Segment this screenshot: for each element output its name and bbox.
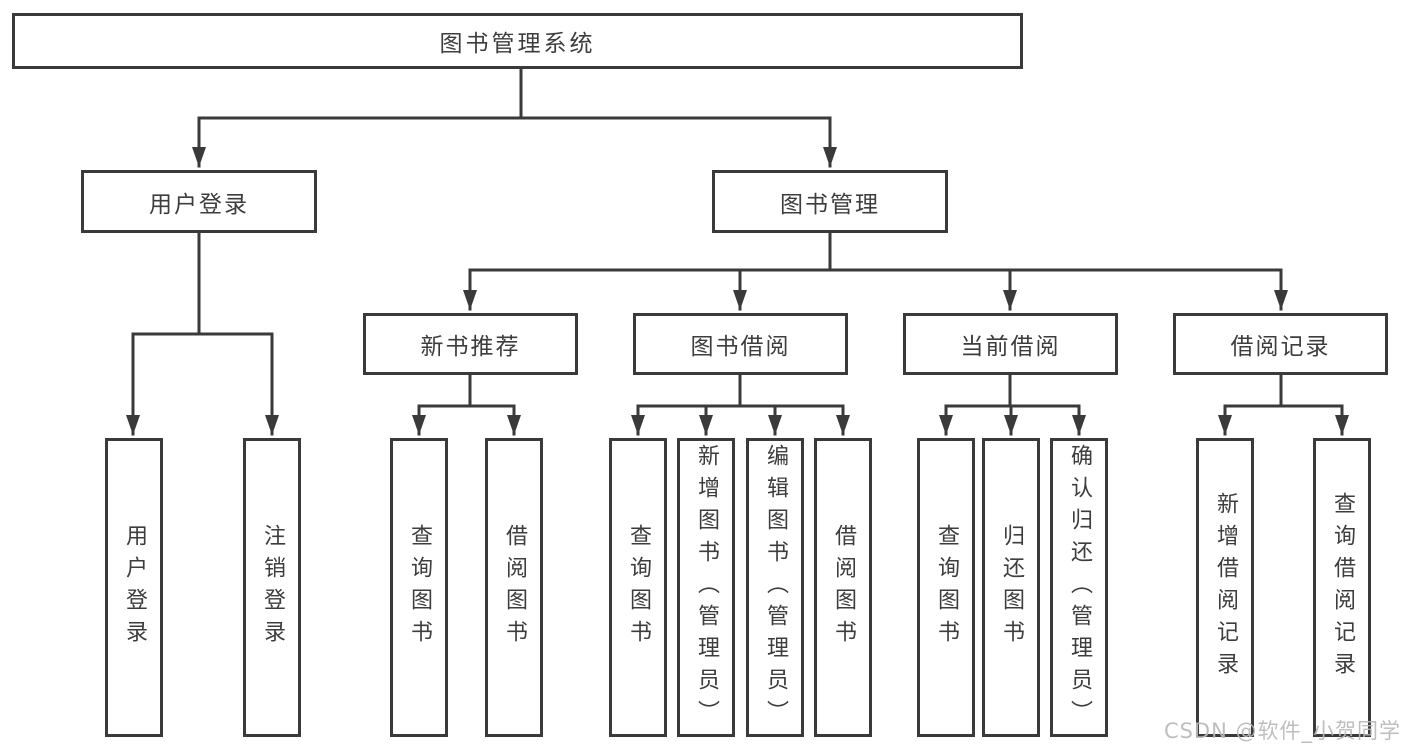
- leaf-query-books-current: 查询图书: [917, 438, 975, 737]
- leaf-query-borrow-record: 查询借阅记录: [1313, 438, 1371, 737]
- node-book-management: 图书管理: [712, 170, 948, 233]
- leaf-query-books-borrowing: 查询图书: [609, 438, 667, 737]
- leaf-label: 注销登录: [260, 523, 285, 652]
- leaf-add-borrow-record: 新增借阅记录: [1196, 438, 1254, 737]
- leaf-label: 新增借阅记录: [1213, 491, 1238, 684]
- leaf-label: 借阅图书: [831, 523, 856, 652]
- node-current-borrowing: 当前借阅: [903, 313, 1118, 375]
- leaf-label: 用户登录: [122, 523, 147, 652]
- leaf-query-books-recommend: 查询图书: [390, 438, 448, 737]
- leaf-confirm-return-admin: 确认归还（管理员）: [1050, 438, 1108, 737]
- node-new-book-recommend: 新书推荐: [363, 313, 578, 375]
- leaf-label: 编辑图书（管理员）: [763, 443, 788, 732]
- csdn-watermark: CSDN @软件_小贺同学: [1163, 719, 1401, 743]
- leaf-label: 借阅图书: [502, 523, 527, 652]
- leaf-label: 查询图书: [407, 523, 432, 652]
- leaf-edit-books-admin: 编辑图书（管理员）: [746, 438, 804, 737]
- leaf-return-books: 归还图书: [982, 438, 1040, 737]
- node-borrowing-records: 借阅记录: [1173, 313, 1388, 375]
- node-book-borrowing: 图书借阅: [633, 313, 848, 375]
- leaf-label: 归还图书: [999, 523, 1024, 652]
- leaf-logout: 注销登录: [243, 438, 301, 737]
- leaf-label: 确认归还（管理员）: [1067, 443, 1092, 732]
- leaf-label: 查询图书: [626, 523, 651, 652]
- leaf-borrow-books: 借阅图书: [814, 438, 872, 737]
- leaf-add-books-admin: 新增图书（管理员）: [677, 438, 735, 737]
- leaf-label: 查询图书: [934, 523, 959, 652]
- node-root: 图书管理系统: [12, 13, 1023, 69]
- leaf-label: 新增图书（管理员）: [694, 443, 719, 732]
- leaf-user-login: 用户登录: [105, 438, 163, 737]
- leaf-label: 查询借阅记录: [1330, 491, 1355, 684]
- leaf-borrow-books-recommend: 借阅图书: [485, 438, 543, 737]
- node-user-login: 用户登录: [81, 170, 317, 233]
